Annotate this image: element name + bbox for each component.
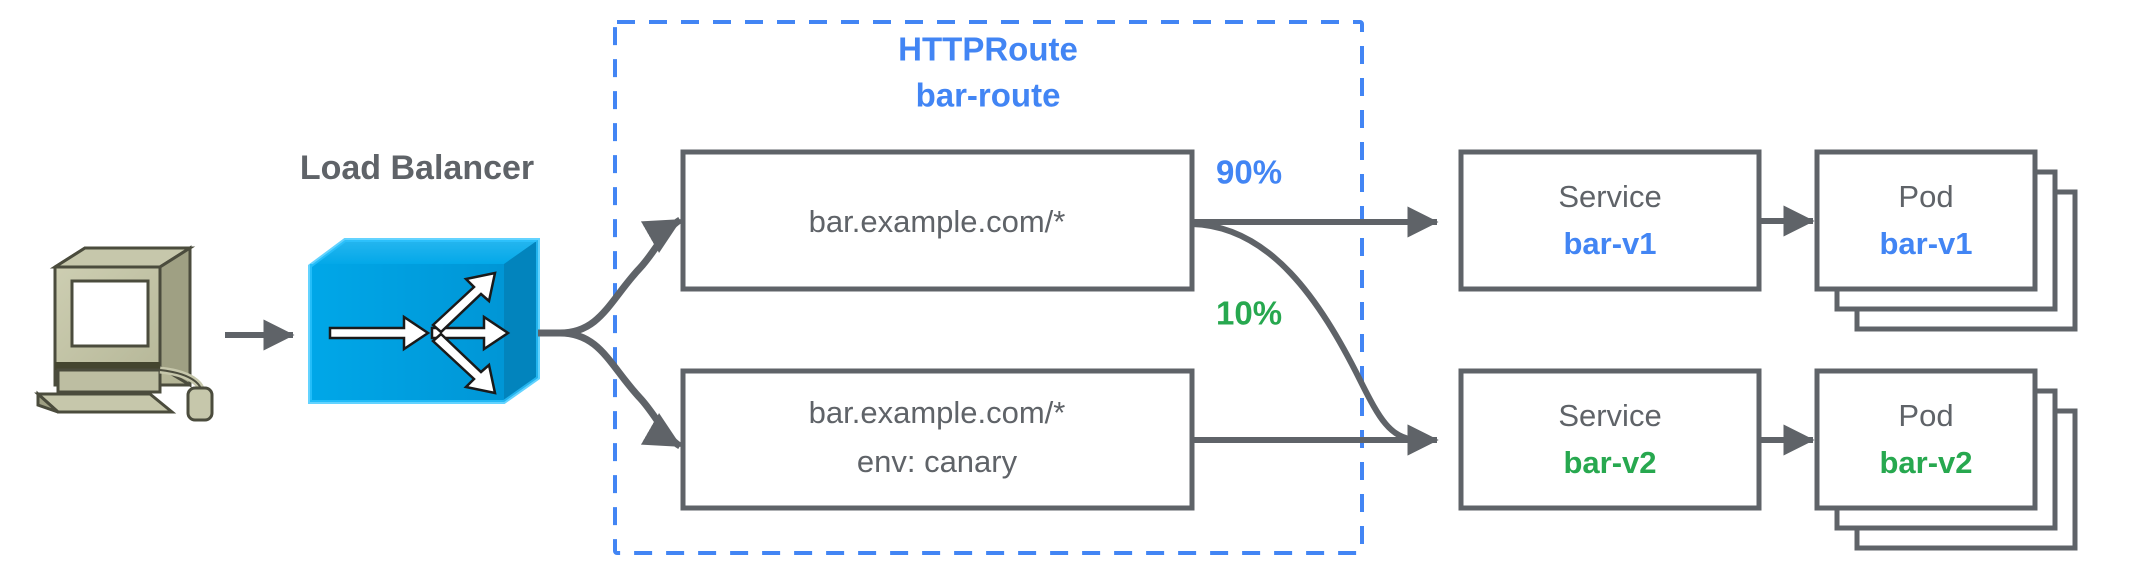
- service-box-bar-v1[interactable]: Service bar-v1: [1458, 149, 1762, 292]
- edge-lb-to-rule-canary: [538, 329, 682, 450]
- pod-stack-bar-v2[interactable]: Pod bar-v2: [1814, 368, 2078, 551]
- pod-v1-kind-label: Pod: [1898, 179, 1953, 214]
- edge-rule-primary-to-service-v2: [1191, 221, 1439, 456]
- httproute-name-label: bar-route: [916, 77, 1061, 114]
- pod-v2-name-label: bar-v2: [1879, 445, 1972, 480]
- load-balancer-switch-icon: [308, 238, 540, 404]
- rule-match-box-canary[interactable]: bar.example.com/* env: canary: [680, 368, 1195, 511]
- service-v1-kind-label: Service: [1558, 179, 1661, 214]
- pod-stack-bar-v1[interactable]: Pod bar-v1: [1814, 149, 2078, 332]
- service-v2-kind-label: Service: [1558, 398, 1661, 433]
- pod-v2-kind-label: Pod: [1898, 398, 1953, 433]
- pod-v1-name-label: bar-v1: [1879, 226, 1972, 261]
- edge-lb-to-rule-primary: [538, 216, 682, 337]
- load-balancer-label: Load Balancer: [300, 149, 534, 187]
- rule-primary-match-line-1: bar.example.com/*: [809, 204, 1066, 239]
- service-box-bar-v2[interactable]: Service bar-v2: [1458, 368, 1762, 511]
- service-v1-name-label: bar-v1: [1563, 226, 1656, 261]
- pod-v2-replica-1: [1814, 368, 2038, 511]
- rule-match-box-primary[interactable]: bar.example.com/*: [680, 149, 1195, 292]
- pod-v1-replica-1: [1814, 149, 2038, 292]
- rule-canary-match-line-2: env: canary: [857, 444, 1018, 479]
- desktop-computer-icon: [34, 245, 214, 422]
- httproute-kind-label: HTTPRoute: [898, 31, 1078, 68]
- service-v2-name-label: bar-v2: [1563, 445, 1656, 480]
- httproute-boundary: [613, 20, 1364, 555]
- weight-label-90: 90%: [1216, 154, 1282, 191]
- weight-label-10: 10%: [1216, 295, 1282, 332]
- rule-canary-match-line-1: bar.example.com/*: [809, 395, 1066, 430]
